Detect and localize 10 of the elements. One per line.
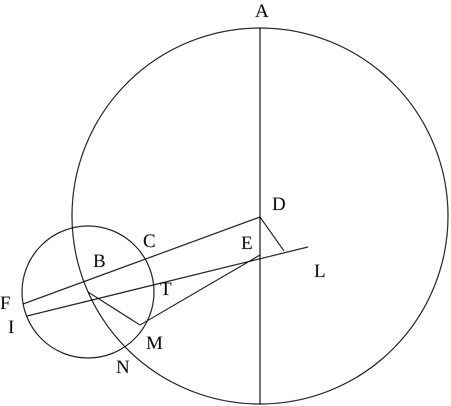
point-label: C (143, 232, 156, 251)
point-label: N (116, 358, 130, 377)
point-label: L (314, 262, 326, 281)
point-label: D (272, 195, 286, 214)
point-label: I (8, 318, 14, 337)
point-label: B (93, 252, 106, 271)
point-label: F (0, 294, 11, 313)
point-label: E (241, 234, 253, 253)
point-label: M (146, 334, 163, 353)
point-label: A (255, 2, 269, 21)
